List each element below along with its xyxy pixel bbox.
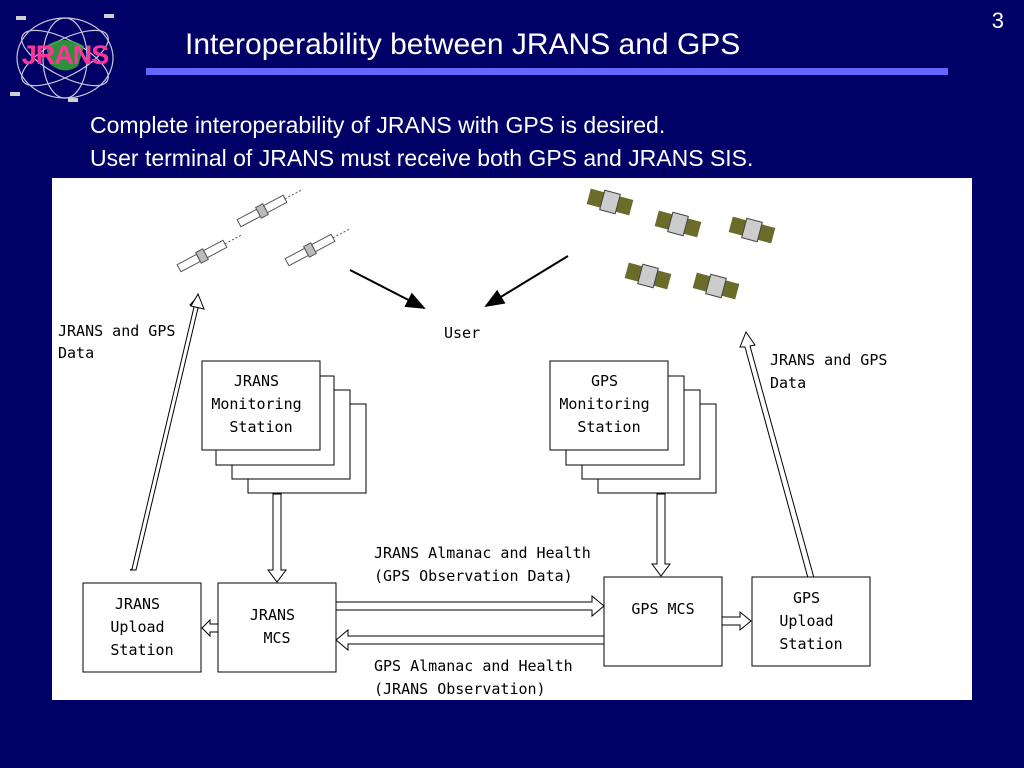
jrans-monitoring-label: JRANS Monitoring Station: [211, 372, 310, 436]
gps-satellite-icon: [586, 188, 776, 300]
gps-monitoring-to-mcs-arrow: [651, 493, 671, 577]
link-top-label: JRANS Almanac and Health (GPS Observatio…: [374, 544, 600, 585]
uplink-left-arrow: [129, 292, 205, 571]
gps-upload-station-label: GPS Upload Station: [779, 589, 842, 653]
user-label: User: [444, 324, 480, 342]
jrans-to-gps-mcs-arrow: [335, 594, 605, 618]
jrans-upload-station-box: [82, 582, 202, 673]
arrow-jrans-to-user: [349, 269, 426, 309]
gps-upload-station-box: [751, 576, 871, 667]
jrans-monitoring-station: [201, 360, 367, 494]
jrans-logo: [10, 14, 114, 102]
logo-text: JRANS: [21, 40, 110, 70]
page-number: 3: [991, 8, 1004, 33]
gps-mcs-label: GPS MCS: [631, 600, 694, 618]
jrans-satellite-icon: [176, 189, 350, 273]
gps-monitoring-station: [549, 360, 717, 494]
bullet-1: Complete interoperability of JRANS with …: [90, 112, 666, 138]
gps-mcs-box: [603, 576, 723, 667]
bullet-2: User terminal of JRANS must receive both…: [90, 145, 754, 171]
gps-monitoring-label: GPS Monitoring Station: [559, 372, 658, 436]
gps-to-jrans-mcs-arrow: [335, 628, 605, 652]
gps-mcs-to-upload-arrow: [721, 610, 752, 632]
jrans-upload-station-label: JRANS Upload Station: [110, 595, 173, 659]
jrans-mcs-label: JRANS MCS: [250, 606, 304, 647]
title-underline: [146, 68, 948, 75]
link-bottom-label: GPS Almanac and Health (JRANS Observatio…: [374, 657, 582, 698]
uplink-right-arrow: [739, 330, 815, 579]
slide-title: Interoperability between JRANS and GPS: [185, 28, 741, 61]
jrans-monitoring-to-mcs-arrow: [267, 493, 287, 583]
jrans-mcs-to-upload-arrow: [201, 618, 219, 638]
arrow-gps-to-user: [484, 255, 569, 308]
jrans-mcs-box: [217, 582, 337, 673]
